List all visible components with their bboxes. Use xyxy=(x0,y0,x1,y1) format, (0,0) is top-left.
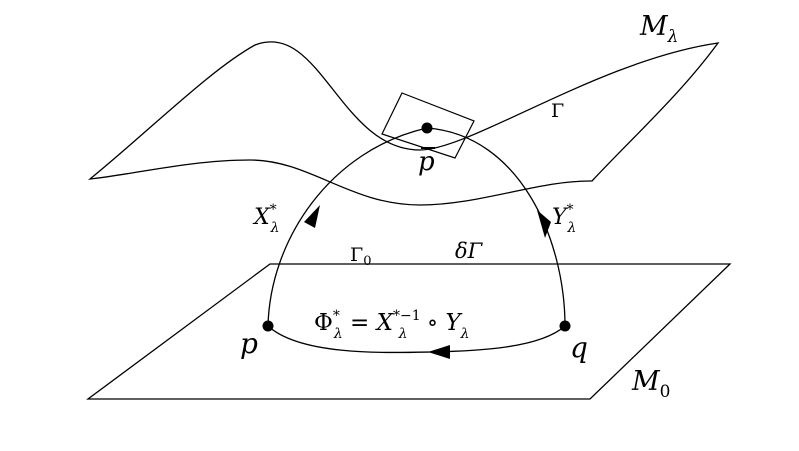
label-x-star-lambda: X*λ xyxy=(252,202,280,236)
tangent-patch xyxy=(381,92,475,159)
point-pbar-dot xyxy=(421,122,433,134)
label-pbar: p xyxy=(418,147,435,177)
label-y-star-lambda: Y*λ xyxy=(552,202,576,236)
point-p-dot xyxy=(262,320,274,332)
arrow-left xyxy=(304,205,320,228)
top-surface xyxy=(87,41,720,206)
arrow-bottom xyxy=(428,345,450,359)
arc-left xyxy=(267,127,428,327)
label-m-lambda: Mλ xyxy=(639,11,678,47)
arc-right xyxy=(426,127,566,327)
arc-bottom xyxy=(267,325,566,354)
label-delta-gamma: δΓ xyxy=(455,239,484,263)
point-q-dot xyxy=(559,320,571,332)
label-gamma-zero: Γ0 xyxy=(350,244,371,269)
label-m-zero: M0 xyxy=(631,366,670,402)
label-p: p xyxy=(240,327,258,360)
label-gamma: Γ xyxy=(551,100,564,122)
label-q: q xyxy=(570,331,588,364)
arrow-right xyxy=(537,210,551,238)
bottom-plane xyxy=(86,263,732,400)
